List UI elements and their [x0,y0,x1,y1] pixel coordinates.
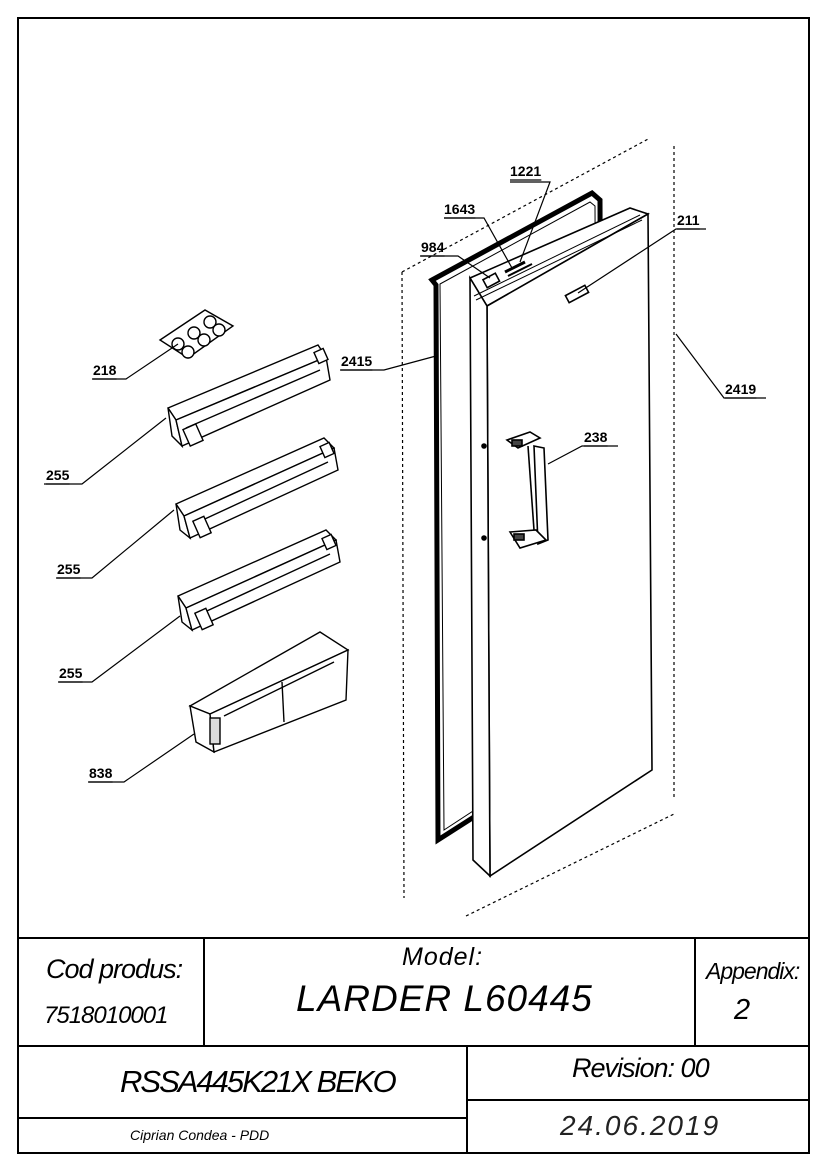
callout-2419: 2419 [725,381,756,397]
cod-produs-label: Cod produs: [46,954,183,984]
callout-838: 838 [89,765,113,781]
date: 24.06.2019 [560,1110,721,1141]
callout-984: 984 [421,239,445,255]
appendix-value: 2 [734,994,751,1026]
label-984 [481,272,501,289]
callout-238: 238 [584,429,608,445]
callout-1643: 1643 [444,201,475,217]
author: Ciprian Condea - PDD [130,1127,270,1143]
title-block-divider-3 [466,1045,468,1154]
bottle-shelf [188,631,350,754]
callout-2415: 2415 [341,353,372,369]
door-shelf-2 [174,437,339,540]
title-block-divider-1 [203,937,205,1046]
appendix-label: Appendix: [706,958,800,984]
drawing-sheet [17,17,810,1154]
leader-lines [44,181,766,783]
door-panel [468,207,653,878]
product-name: RSSA445K21X BEKO [120,1064,397,1099]
title-block-author-rule [17,1117,467,1119]
cod-produs-value: 7518010001 [44,1002,168,1029]
callout-255-top: 255 [46,467,70,483]
egg-tray [158,309,235,359]
assembly-envelope [401,137,675,917]
title-block-top-rule [17,937,810,939]
door-handle [505,431,549,549]
callout-1221: 1221 [510,163,541,179]
label-1221 [507,263,533,277]
model-label: Model: [402,943,484,971]
title-block-divider-2 [694,937,696,1046]
callout-211: 211 [677,212,700,228]
revision: Revision: 00 [572,1053,710,1083]
callout-218: 218 [93,362,117,378]
door-shelf-3 [176,529,341,632]
callout-255-middle: 255 [57,561,81,577]
callout-255-bottom: 255 [59,665,83,681]
label-1643 [504,260,526,274]
door-shelf-1 [166,344,331,449]
model-value: LARDER L60445 [296,978,593,1019]
title-block-date-rule [466,1099,810,1101]
title-block-mid-rule [17,1045,810,1047]
